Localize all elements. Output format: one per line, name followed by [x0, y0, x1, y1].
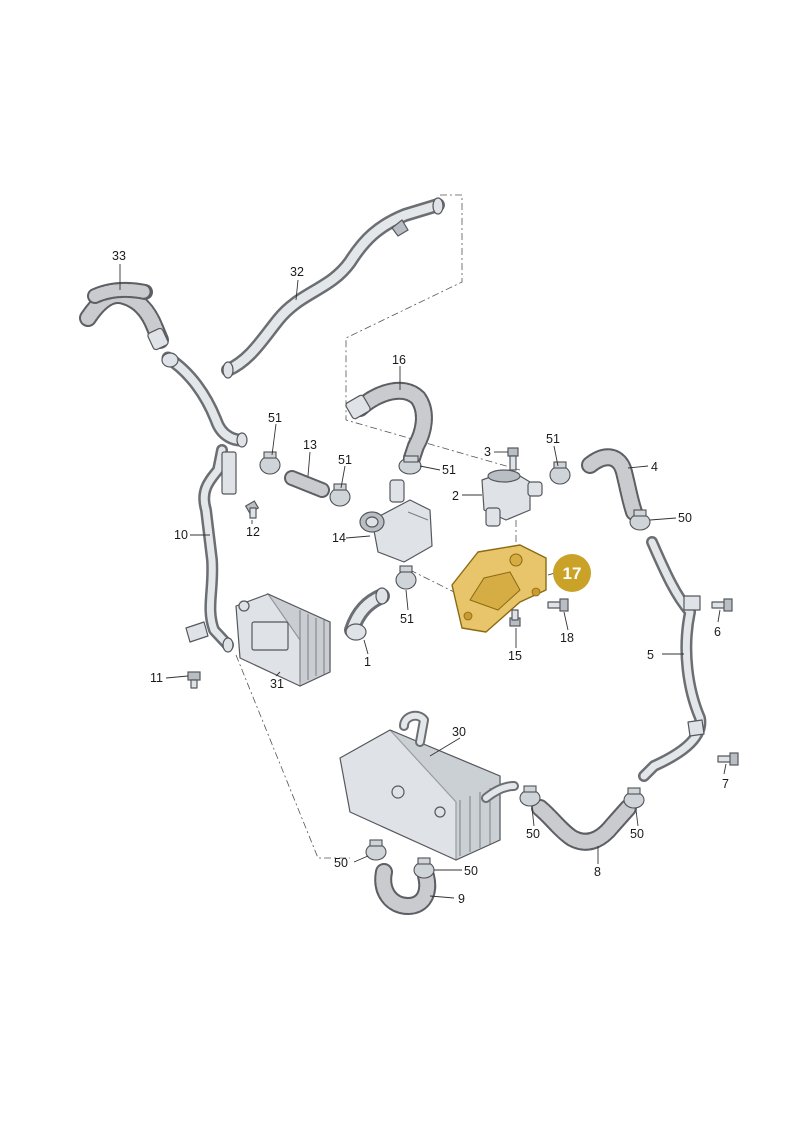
- callout-51-lower[interactable]: 51: [400, 612, 414, 626]
- callout-18[interactable]: 18: [560, 631, 574, 645]
- callout-8[interactable]: 8: [594, 865, 601, 879]
- hose-clamps: [259, 451, 651, 879]
- clamp-51-left[interactable]: [259, 451, 281, 475]
- bolt-15[interactable]: [509, 609, 521, 627]
- clamp-51-mid[interactable]: [329, 483, 351, 507]
- clamp-50-left-low[interactable]: [365, 839, 387, 861]
- callout-1[interactable]: 1: [364, 655, 371, 669]
- callout-51-top[interactable]: 51: [442, 463, 456, 477]
- callout-12[interactable]: 12: [246, 525, 260, 539]
- part-32-coolant-pipe[interactable]: [221, 197, 445, 379]
- part-14-coolant-pump[interactable]: [359, 479, 433, 563]
- bolt-12[interactable]: [244, 500, 260, 519]
- callout-30[interactable]: 30: [452, 725, 466, 739]
- callout-32[interactable]: 32: [290, 265, 304, 279]
- callout-3[interactable]: 3: [484, 445, 491, 459]
- callout-5[interactable]: 5: [647, 648, 654, 662]
- callout-9[interactable]: 9: [458, 892, 465, 906]
- callout-50-left-low[interactable]: 50: [334, 856, 348, 870]
- callout-11[interactable]: 11: [150, 671, 163, 685]
- callout-labels: 1 2 3 4 5 6 7 8 9 10 11 12 13 14 15 16 1…: [112, 249, 729, 906]
- callout-10[interactable]: 10: [174, 528, 188, 542]
- callout-4[interactable]: 4: [651, 460, 658, 474]
- clamp-51-top[interactable]: [398, 455, 422, 475]
- callout-50-bottom[interactable]: 50: [464, 864, 478, 878]
- callout-2[interactable]: 2: [452, 489, 459, 503]
- callout-16[interactable]: 16: [392, 353, 406, 367]
- clamp-51-lower[interactable]: [395, 565, 417, 590]
- part-1-connector-hose[interactable]: [344, 587, 390, 641]
- part-31-oil-cooler[interactable]: [235, 592, 331, 687]
- part-5-coolant-pipe[interactable]: [638, 536, 707, 782]
- clamp-50-mid[interactable]: [519, 785, 541, 807]
- bolt-11[interactable]: [187, 671, 201, 689]
- bolt-3[interactable]: [507, 447, 519, 471]
- part-10-coolant-pipe[interactable]: [161, 351, 248, 653]
- callout-51-mid[interactable]: 51: [338, 453, 352, 467]
- part-33-hose[interactable]: [79, 281, 169, 351]
- callout-7[interactable]: 7: [722, 777, 729, 791]
- highlight-badge-circle: [553, 554, 591, 592]
- callout-14[interactable]: 14: [332, 531, 346, 545]
- part-4-hose[interactable]: [581, 448, 643, 521]
- part-30-oil-cooler[interactable]: [339, 710, 519, 861]
- part-8-hose[interactable]: [531, 799, 637, 851]
- part-13-hose[interactable]: [284, 470, 330, 498]
- part-16-hose[interactable]: [345, 381, 433, 467]
- bolt-6[interactable]: [711, 598, 733, 612]
- part-9-hose[interactable]: [374, 863, 437, 915]
- part-2-control-valve[interactable]: [481, 469, 543, 527]
- highlight-badge-label: 17: [563, 564, 582, 583]
- callout-6[interactable]: 6: [714, 625, 721, 639]
- clamp-50-bottom[interactable]: [413, 857, 435, 879]
- callout-31[interactable]: 31: [270, 677, 284, 691]
- callout-51-left[interactable]: 51: [268, 411, 282, 425]
- bolt-18[interactable]: [547, 598, 569, 612]
- callout-50-right-low[interactable]: 50: [630, 827, 644, 841]
- callout-50-right-top[interactable]: 50: [678, 511, 692, 525]
- bolt-7[interactable]: [717, 752, 739, 766]
- clamp-51-right[interactable]: [549, 461, 571, 485]
- clamp-50-right-low[interactable]: [623, 787, 645, 809]
- clamp-50-right-top[interactable]: [629, 509, 651, 531]
- callout-15[interactable]: 15: [508, 649, 522, 663]
- callout-50-mid[interactable]: 50: [526, 827, 540, 841]
- highlight-badge-17[interactable]: 17: [553, 554, 591, 592]
- bolts: [187, 447, 739, 766]
- callout-13[interactable]: 13: [303, 438, 317, 452]
- callout-33[interactable]: 33: [112, 249, 126, 263]
- callout-51-right[interactable]: 51: [546, 432, 560, 446]
- part-17-bracket-highlighted[interactable]: [451, 544, 547, 633]
